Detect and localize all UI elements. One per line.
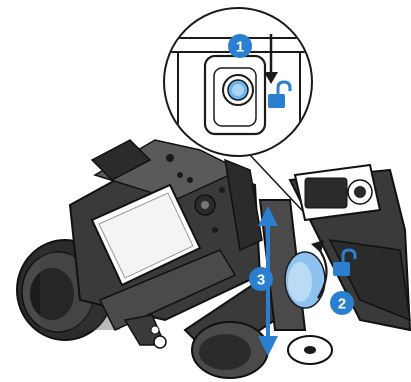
gimbal-screen (305, 178, 347, 208)
step-2-badge: 2 (330, 291, 354, 315)
step-3-badge: 3 (249, 267, 273, 291)
step-1-badge: 1 (228, 34, 252, 58)
step-3-label: 3 (257, 272, 265, 289)
pan-motor-highlight (285, 252, 325, 308)
step-2-label: 2 (338, 296, 346, 313)
step-1-label: 1 (236, 39, 244, 56)
